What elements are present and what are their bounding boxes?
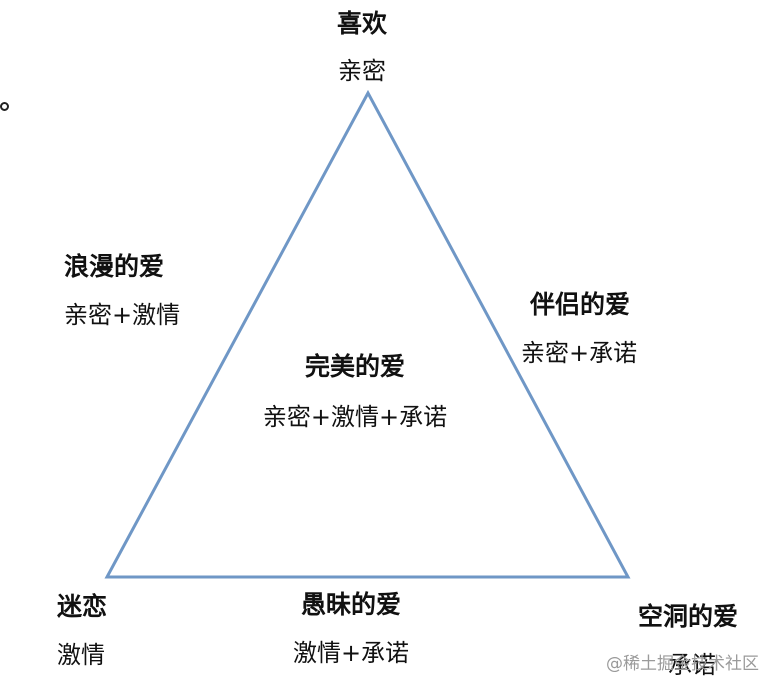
right-title: 伴侣的爱 xyxy=(530,290,631,319)
top-title: 喜欢 xyxy=(336,9,388,38)
bottom-middle-subtitle: 激情+承诺 xyxy=(292,639,410,667)
right-subtitle: 亲密+承诺 xyxy=(521,339,638,367)
bottom-left-subtitle: 激情 xyxy=(57,641,105,669)
decorative-dot-icon xyxy=(0,102,9,111)
center-title: 完美的爱 xyxy=(304,352,406,381)
left-title: 浪漫的爱 xyxy=(64,252,165,281)
left-subtitle: 亲密+激情 xyxy=(64,301,181,329)
bottom-middle-title: 愚昧的爱 xyxy=(300,590,402,619)
top-subtitle: 亲密 xyxy=(338,57,386,85)
watermark-text: @稀土掘金技术社区 xyxy=(606,654,759,674)
bottom-left-title: 迷恋 xyxy=(57,592,108,621)
triangle-shape xyxy=(104,89,631,579)
bottom-right-subtitle: 承诺 xyxy=(668,651,716,679)
center-subtitle: 亲密+激情+承诺 xyxy=(262,403,448,431)
bottom-right-title: 空洞的爱 xyxy=(638,602,739,631)
